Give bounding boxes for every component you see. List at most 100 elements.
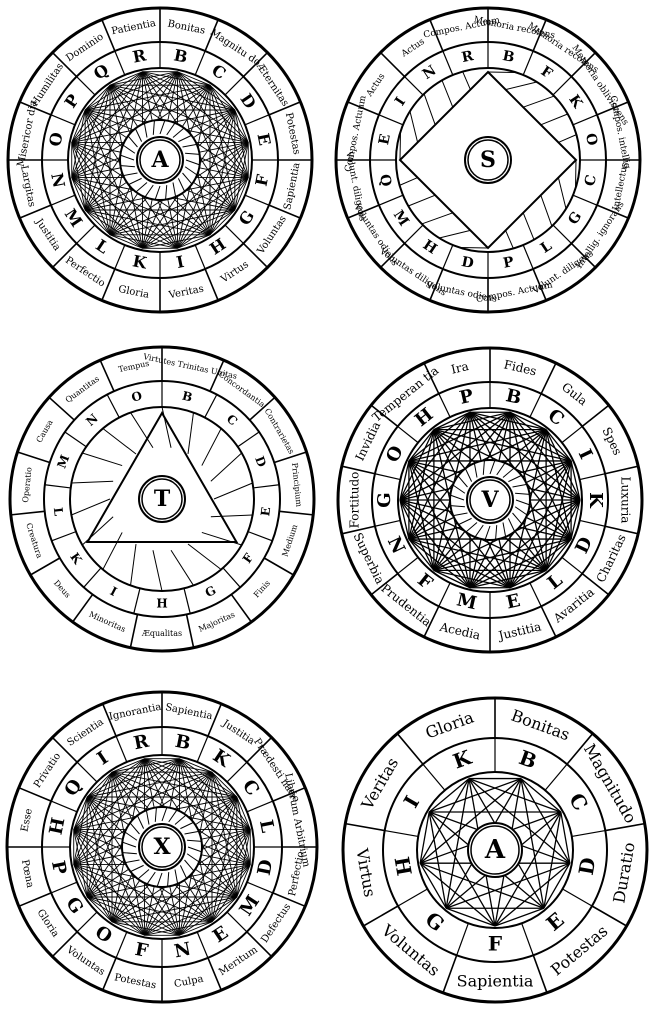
inner-letter: E xyxy=(253,131,274,147)
inner-letter: B xyxy=(181,389,194,405)
outer-attribute-label: Gula xyxy=(559,380,590,409)
outer-attribute-label: Magnitu do xyxy=(208,27,263,69)
center-letter: S xyxy=(480,147,496,173)
inner-letter: K xyxy=(565,92,586,112)
outer-attribute-label: Perfectio xyxy=(63,255,107,289)
zigzag-line xyxy=(558,135,576,143)
outer-attribute-label: Veritas xyxy=(167,284,205,302)
inner-divider xyxy=(398,557,418,573)
inner-divider xyxy=(443,51,453,75)
inner-letter: N xyxy=(47,171,68,189)
zigzag-line xyxy=(523,213,534,240)
outer-divider xyxy=(541,363,556,394)
zigzag-line xyxy=(188,544,221,569)
outer-attribute-label: Pœna xyxy=(19,859,35,889)
inner-letter: O xyxy=(130,389,143,405)
outer-divider xyxy=(19,788,51,801)
zigzag-line xyxy=(523,96,554,107)
inner-letter: C xyxy=(238,776,263,800)
outer-attribute-label: Misericor dia xyxy=(16,99,40,167)
inner-divider xyxy=(65,432,86,447)
inner-letter: L xyxy=(51,507,66,518)
inner-letter: R xyxy=(460,48,475,66)
zigzag-line xyxy=(541,114,568,125)
outer-attribute-label: Duratio xyxy=(609,841,638,905)
outer-attribute-label: Justitia xyxy=(220,718,257,748)
inner-divider xyxy=(77,912,97,932)
outer-attribute-label: Virtus xyxy=(218,259,250,286)
inner-divider xyxy=(385,831,418,837)
inner-divider xyxy=(197,932,208,958)
inner-letter: I xyxy=(93,747,112,769)
outer-attribute-label: Sapientia xyxy=(164,702,213,722)
inner-divider xyxy=(530,394,541,417)
outer-attribute-label: Gloria xyxy=(117,284,150,301)
outer-attribute-label: Majoritas xyxy=(197,610,236,634)
inner-letter: F xyxy=(240,550,257,565)
wheel-a-bottom: BonitasMagnitudoDuratioPotestasSapientia… xyxy=(343,698,647,1002)
inner-divider xyxy=(77,762,97,782)
outer-divider xyxy=(205,269,218,300)
inner-divider xyxy=(443,245,453,269)
inner-divider xyxy=(247,801,273,812)
inner-divider xyxy=(573,115,597,125)
inner-letter: F xyxy=(252,172,273,187)
inner-divider xyxy=(562,557,582,573)
inner-divider xyxy=(51,195,75,205)
outer-divider xyxy=(533,955,547,993)
inner-letter: D xyxy=(460,254,475,272)
wheel-s: Memoria recolensMemoria recolensMemoria … xyxy=(336,8,640,312)
inner-letter: Q xyxy=(376,173,394,188)
inner-letter: H xyxy=(420,237,440,258)
zigzag-line xyxy=(103,429,136,454)
inner-divider xyxy=(195,51,205,75)
inner-divider xyxy=(439,583,450,606)
inner-divider xyxy=(457,923,469,955)
center-letter: X xyxy=(153,834,171,860)
zigzag-line xyxy=(460,247,488,248)
outer-attribute-label: Perfectio xyxy=(287,850,307,897)
inner-letter: D xyxy=(254,858,278,877)
inner-letter: R xyxy=(132,731,152,755)
outer-divider xyxy=(397,734,423,765)
outer-attribute-label: Virtus xyxy=(352,846,379,899)
zigzag-line xyxy=(71,481,113,483)
outer-divider xyxy=(541,606,556,637)
outer-attribute-label: Concordantia xyxy=(217,370,267,410)
zigzag-line xyxy=(424,94,435,125)
inner-divider xyxy=(84,568,101,587)
outer-attribute-label: Bonitas xyxy=(509,706,573,745)
outer-attribute-label: Potestas xyxy=(113,972,157,991)
inner-divider xyxy=(51,115,75,125)
zigzag-line xyxy=(171,550,193,585)
inner-letter: B xyxy=(501,48,516,66)
inner-letter: L xyxy=(255,818,278,835)
inner-divider xyxy=(77,77,95,95)
inner-divider xyxy=(523,245,533,269)
outer-divider xyxy=(264,558,293,575)
outer-attribute-label: Finis xyxy=(252,579,272,600)
inner-divider xyxy=(522,923,534,955)
inner-letter: B xyxy=(516,745,540,773)
inner-letter: D xyxy=(252,454,269,469)
inner-divider xyxy=(225,225,243,243)
inner-letter: I xyxy=(108,584,120,599)
zigzag-line xyxy=(439,230,470,238)
outer-attribute-label: Ignorantia xyxy=(108,702,162,723)
outer-attribute-label: Gloria xyxy=(34,907,60,939)
center-letter: A xyxy=(484,835,506,865)
inner-letter: B xyxy=(173,731,192,755)
outer-divider xyxy=(605,466,638,474)
inner-divider xyxy=(530,583,541,606)
outer-attribute-label: Largitas xyxy=(18,165,37,208)
inner-divider xyxy=(423,764,445,790)
outer-attribute-label: Justitia xyxy=(495,620,542,644)
inner-letter: E xyxy=(542,908,569,936)
inner-divider xyxy=(553,225,571,243)
inner-letter: K xyxy=(585,492,606,509)
inner-letter: O xyxy=(91,922,116,948)
inner-letter: L xyxy=(92,235,112,257)
inner-divider xyxy=(184,588,190,613)
